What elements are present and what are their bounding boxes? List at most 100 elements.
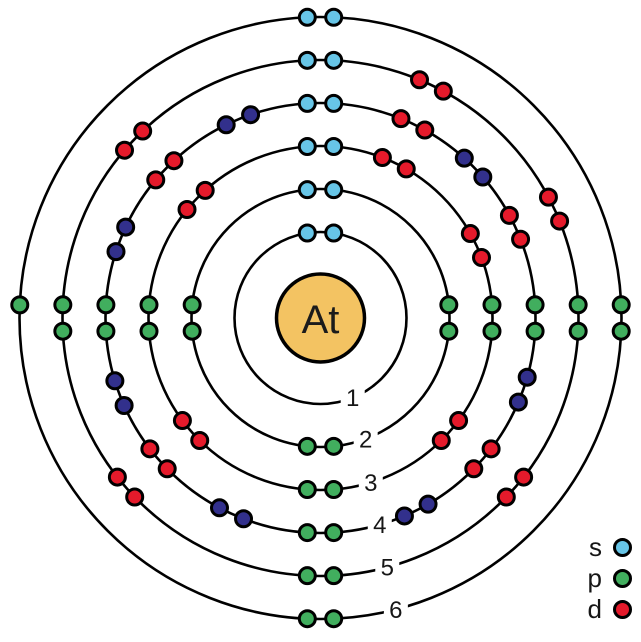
electron-d-dot [431,430,451,450]
electron-p-dot [568,321,588,341]
electron-d-dot [164,151,184,171]
electron-p-dot [324,436,344,456]
shell-number-5: 5 [381,555,394,582]
electron-p-dot [525,295,545,315]
legend-row-p: p [548,565,632,591]
shell-ring-6 [18,15,623,621]
shell-ring-5 [61,58,580,578]
shell-label-gap-4 [367,511,392,539]
electron-d-dot [511,229,531,249]
shell-ring-3 [147,144,494,492]
shell-label-gap-5 [375,553,400,581]
electron-p-dot [525,321,545,341]
electron-d-dot [396,159,416,179]
shell-label-gap-6 [383,595,408,623]
electron-f-dot [418,494,438,514]
electron-p-dot [324,523,344,543]
electron-d-dot [499,205,519,225]
electron-s-dot [324,93,344,113]
electron-s-dot [297,180,317,200]
electron-p-dot [182,295,202,315]
electron-d-dot [140,439,160,459]
electron-d-dot [415,120,435,140]
electron-d-dot [538,187,558,207]
electron-s-dot [324,7,344,27]
shell-ring-1 [233,230,408,406]
electron-s-dot [324,180,344,200]
electron-p-dot [10,295,30,315]
electron-d-dot [125,487,145,507]
shell-label-gap-3 [358,468,383,496]
p-electron-icon [613,568,632,588]
electron-s-dot [297,93,317,113]
electron-p-dot [297,609,317,629]
electron-d-dot [372,148,392,168]
electron-s-dot [297,137,317,157]
electron-f-dot [454,148,474,168]
shell-number-4: 4 [373,512,386,539]
electron-f-dot [216,115,236,135]
electron-p-dot [139,321,159,341]
legend-label-s: s [589,532,602,562]
electron-d-dot [496,487,516,507]
electron-d-dot [433,81,453,101]
electron-f-dot [114,396,134,416]
electron-p-dot [297,523,317,543]
electron-d-dot [410,70,430,90]
electron-dots [10,7,631,629]
legend-label-p: p [587,563,602,593]
nucleus [274,272,367,364]
electron-f-dot [116,217,136,237]
subshell-legend: s p d [548,534,632,622]
electron-d-dot [133,121,153,141]
electron-f-dot [105,371,125,391]
electron-d-dot [481,439,501,459]
electron-s-dot [324,223,344,243]
electron-d-dot [550,211,570,231]
electron-p-dot [482,295,502,315]
electron-d-dot [177,200,197,220]
electron-p-dot [482,321,502,341]
legend-row-d: d [548,596,632,622]
electron-d-dot [157,459,177,479]
electron-d-dot [472,247,492,267]
legend-label-d: d [587,594,602,624]
electron-s-dot [297,7,317,27]
shell-number-1: 1 [346,385,359,412]
d-electron-icon [613,599,632,619]
electron-p-dot [568,295,588,315]
electron-s-dot [297,223,317,243]
shell-ring-2 [190,187,451,449]
electron-s-dot [324,50,344,70]
electron-p-dot [611,321,631,341]
electron-p-dot [139,295,159,315]
electron-p-dot [439,321,459,341]
electron-p-dot [324,566,344,586]
electron-s-dot [324,137,344,157]
s-electron-icon [613,537,632,557]
shell-label-gap-2 [353,425,378,453]
electron-d-dot [391,109,411,129]
shell-rings [18,15,623,621]
electron-p-dot [96,295,116,315]
electron-d-dot [449,411,469,431]
electron-p-dot [324,479,344,499]
electron-p-dot [297,436,317,456]
shell-number-2: 2 [359,426,372,453]
electron-d-dot [172,411,192,431]
shell-label-gap-1 [340,384,365,412]
electron-p-dot [53,321,73,341]
electron-p-dot [324,609,344,629]
electron-p-dot [96,321,116,341]
electron-f-dot [394,506,414,526]
shell-number-3: 3 [364,470,377,497]
electron-f-dot [517,367,537,387]
electron-s-dot [297,50,317,70]
electron-f-dot [234,509,254,529]
electron-p-dot [297,479,317,499]
electron-f-dot [473,167,493,187]
electron-f-dot [241,105,261,125]
